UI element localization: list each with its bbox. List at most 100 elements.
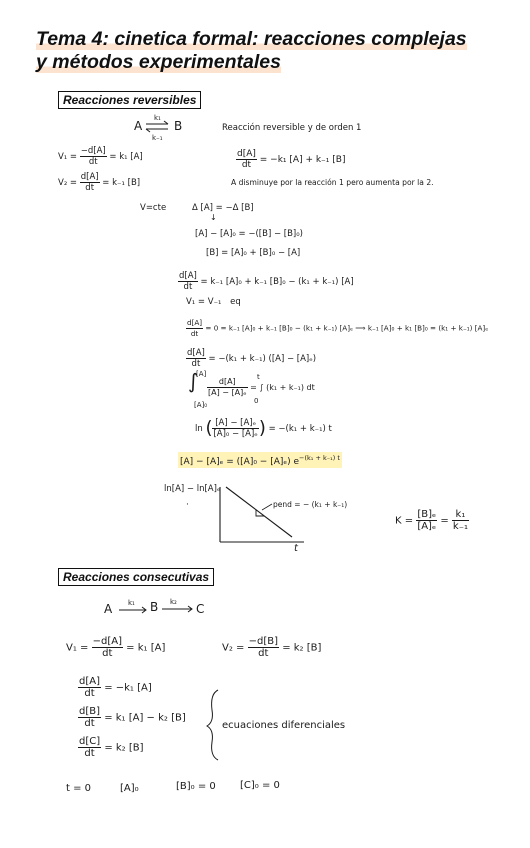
cons-v2-fraction: −d[B]dt <box>247 636 279 659</box>
integral-t-upper: t <box>257 373 260 381</box>
note-decrease: A disminuye por la reacción 1 pero aumen… <box>231 178 434 187</box>
cons-scheme-a: A <box>104 602 113 616</box>
cons-dB-rhs: = k₁ [A] − k₂ [B] <box>104 712 186 724</box>
graph-slope-label: pend = − (k₁ + k₋₁) <box>273 500 348 509</box>
cons-v2-den: dt <box>258 648 269 659</box>
down-arrow-icon: ↓ <box>210 213 217 222</box>
k-fraction-conc: [B]ₑ[A]ₑ <box>416 509 438 532</box>
integral-rhs: = ∫ (k₁ + k₋₁) dt <box>250 383 315 392</box>
substituted-rate-rhs: = k₋₁ [A]₀ + k₋₁ [B]₀ − (k₁ + k₋₁) [A] <box>200 277 354 287</box>
rate-v2-num: d[A] <box>79 172 100 183</box>
k-num-rates: k₁ <box>451 509 469 521</box>
cons-dA-den: dt <box>84 688 95 699</box>
net-rate-den: dt <box>241 160 252 170</box>
integral-fraction: d[A][A] − [A]ₑ <box>207 377 248 398</box>
initial-c: [C]₀ = 0 <box>240 780 280 791</box>
difference-rate-fraction: d[A]dt <box>186 348 206 369</box>
page-title: Tema 4: cinetica formal: reacciones comp… <box>36 28 521 74</box>
cons-dB-den: dt <box>84 718 95 729</box>
integral-sign-icon: ∫ <box>188 369 199 393</box>
cons-dC-rhs: = k₂ [B] <box>104 742 144 754</box>
constant-volume: V=cte <box>140 203 167 213</box>
graph-y-label: ln[A] − ln[A]ₑ <box>164 484 221 494</box>
k-lhs: K = <box>395 515 414 527</box>
cons-dB-num: d[B] <box>78 706 102 718</box>
substituted-rate-num: d[A] <box>178 271 198 282</box>
equilibrium-symbol: eq <box>230 297 241 307</box>
rate-v1-fraction: −d[A]dt <box>79 146 107 167</box>
difference-rate-num: d[A] <box>186 348 206 359</box>
net-rate-fraction: d[A]dt <box>236 149 257 170</box>
log-fraction: [A] − [A]ₑ[A]₀ − [A]ₑ <box>212 418 259 439</box>
k-den-rates: k₋₁ <box>452 521 468 532</box>
cons-v1-den: dt <box>102 648 113 659</box>
final-solution-base: [A] − [A]ₑ = ([A]₀ − [A]ₑ) e <box>180 457 300 467</box>
rate-v1-lhs: V₁ = <box>58 152 78 162</box>
cons-scheme-b: B <box>150 600 159 614</box>
final-solution: [A] − [A]ₑ = ([A]₀ − [A]ₑ) e−(k₁ + k₋₁) … <box>178 452 342 468</box>
substituted-rate: d[A]dt = k₋₁ [A]₀ + k₋₁ [B]₀ − (k₁ + k₋₁… <box>178 271 354 292</box>
cons-dA-fraction: d[A]dt <box>78 676 101 699</box>
scheme-species-b: B <box>174 119 183 133</box>
log-num: [A] − [A]ₑ <box>212 418 259 429</box>
difference-rate-den: dt <box>191 359 201 369</box>
cons-scheme-k2: k₂ <box>170 598 177 606</box>
integral-t-lower: 0 <box>254 397 259 405</box>
cons-dB-fraction: d[B]dt <box>78 706 102 729</box>
note-reversible-order: Reacción reversible y de orden 1 <box>222 123 362 133</box>
equilibrium-eq: V₁ = V₋₁ <box>186 297 222 307</box>
curly-brace-icon <box>205 689 219 761</box>
initial-time: t = 0 <box>66 783 92 794</box>
difference-rate-rhs: = −(k₁ + k₋₁) ([A] − [A]ₑ) <box>208 354 317 364</box>
initial-a: [A]₀ <box>120 783 139 794</box>
cons-v1-rhs: = k₁ [A] <box>126 642 166 654</box>
k-equals: = <box>440 515 449 527</box>
initial-b: [B]₀ = 0 <box>176 781 216 792</box>
brace-label: ecuaciones diferenciales <box>222 720 346 731</box>
rate-v2-den: dt <box>85 183 95 193</box>
integral-expression: d[A][A] − [A]ₑ = ∫ (k₁ + k₋₁) dt <box>207 377 315 398</box>
log-equation: ln ([A] − [A]ₑ[A]₀ − [A]ₑ) = −(k₁ + k₋₁)… <box>195 417 332 439</box>
cons-scheme-k1: k₁ <box>128 599 135 607</box>
cons-v2-lhs: V₂ = <box>222 642 245 654</box>
substituted-rate-den: dt <box>183 282 193 292</box>
equilibrium-zero-rate: d[A]dt = 0 = k₋₁ [A]₀ + k₋₁ [B]₀ − (k₁ +… <box>186 318 488 339</box>
substituted-rate-fraction: d[A]dt <box>178 271 198 292</box>
cons-v1-fraction: −d[A]dt <box>91 636 123 659</box>
scheme-species-a: A <box>134 119 143 133</box>
integral-den: [A] − [A]ₑ <box>208 388 247 397</box>
cons-rate-v1: V₁ = −d[A]dt = k₁ [A] <box>66 636 165 659</box>
k-den-conc: [A]ₑ <box>417 521 437 532</box>
rate-v2: V₂ = d[A]dt = k₋₁ [B] <box>58 172 140 193</box>
zero-rate-rhs: = 0 = k₋₁ [A]₀ + k₋₁ [B]₀ − (k₁ + k₋₁) [… <box>205 323 489 333</box>
graph-dot: · <box>186 500 189 510</box>
cons-v2-num: −d[B] <box>247 636 279 648</box>
equilibrium-condition: V₁ = V₋₁ eq <box>186 297 241 307</box>
rate-v2-fraction: d[A]dt <box>79 172 100 193</box>
net-rate-num: d[A] <box>236 149 257 160</box>
conservation-equation: [A] − [A]₀ = −([B] − [B]₀) <box>195 229 303 239</box>
cons-dC-den: dt <box>84 748 95 759</box>
log-den: [A]₀ − [A]ₑ <box>213 429 258 439</box>
scheme-k-backward: k₋₁ <box>152 134 163 142</box>
zero-rate-num: d[A] <box>186 318 204 329</box>
cons-dC-num: d[C] <box>78 736 102 748</box>
cons-dA-rhs: = −k₁ [A] <box>104 682 152 694</box>
cons-dC-equation: d[C]dt = k₂ [B] <box>78 736 144 759</box>
page-title-line2: y métodos experimentales <box>36 51 281 73</box>
log-rhs: = −(k₁ + k₋₁) t <box>268 424 332 434</box>
net-rate-equation: d[A]dt = −k₁ [A] + k₋₁ [B] <box>236 149 345 170</box>
k-num-conc: [B]ₑ <box>416 509 438 521</box>
cons-dC-fraction: d[C]dt <box>78 736 102 759</box>
cons-dB-equation: d[B]dt = k₁ [A] − k₂ [B] <box>78 706 186 729</box>
integral-upper-limit: [A] <box>196 370 207 378</box>
scheme-k-forward: k₁ <box>154 114 161 122</box>
cons-scheme-c: C <box>196 602 205 616</box>
cons-v1-num: −d[A] <box>91 636 123 648</box>
final-solution-exponent: −(k₁ + k₋₁) t <box>299 454 340 462</box>
